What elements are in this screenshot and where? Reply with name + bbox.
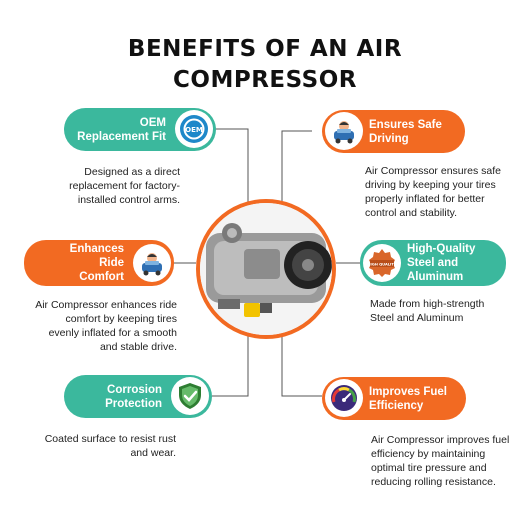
desc-line: evenly inflated for a smooth (48, 327, 177, 339)
benefit-oem-title-line: OEM (139, 116, 166, 129)
shield-check-icon (171, 377, 209, 415)
benefit-oem-desc: Designed as a direct replacement for fac… (69, 165, 180, 207)
desc-line: optimal tire pressure and (371, 462, 487, 474)
desc-line: Designed as a direct (84, 166, 180, 178)
desc-line: Air Compressor enhances ride (35, 299, 177, 311)
benefit-quality-title-line: Aluminum (407, 271, 464, 283)
desc-line: and wear. (130, 447, 176, 459)
desc-line: comfort by keeping tires (65, 313, 177, 325)
title-line-2: COMPRESSOR (173, 67, 357, 93)
oem-badge-icon: OEM (175, 110, 213, 148)
desc-line: Air Compressor improves fuel (371, 434, 510, 446)
benefit-high-quality-desc: Made from high-strength Steel and Alumin… (370, 297, 484, 325)
high-quality-seal-icon: HIGH QUALITY (363, 244, 401, 282)
desc-line: Air Compressor ensures safe (365, 165, 501, 177)
car-driver-icon (133, 244, 171, 282)
benefit-ride-comfort-desc: Air Compressor enhances ride comfort by … (35, 298, 177, 354)
oem-badge-text: OEM (185, 126, 203, 134)
page-title: BENEFITS OF AN AIR COMPRESSOR (0, 34, 530, 96)
connector-corrosion (212, 335, 249, 397)
benefit-quality-title-line: Steel and (407, 257, 459, 269)
benefit-oem-title-line: Replacement Fit (77, 130, 166, 143)
benefit-ride-comfort-pill: Enhances Ride Comfort (24, 240, 174, 286)
benefit-fuel-efficiency-pill: Improves Fuel Efficiency (322, 377, 466, 420)
desc-line: properly inflated for better (365, 193, 485, 205)
benefit-corrosion-title-line: Protection (105, 397, 162, 410)
benefit-comfort-title-line: Enhances (69, 243, 124, 255)
fuel-gauge-icon (325, 379, 363, 417)
compressor-image (196, 199, 336, 339)
connector-safe (281, 130, 312, 205)
benefit-safe-driving-pill: Ensures Safe Driving (322, 110, 465, 153)
desc-line: Steel and Aluminum (370, 312, 464, 324)
benefit-corrosion-title-line: Corrosion (107, 383, 162, 396)
benefit-high-quality-pill: HIGH QUALITY High-Quality Steel and Alum… (360, 240, 506, 286)
benefit-comfort-title-line: Ride (99, 257, 124, 269)
benefit-comfort-title-line: Comfort (79, 271, 124, 283)
desc-line: efficiency by maintaining (371, 448, 486, 460)
car-driver-icon (325, 112, 363, 150)
desc-line: and stable drive. (99, 341, 177, 353)
benefit-fuel-title-line: Efficiency (369, 399, 424, 412)
benefit-safe-title-line: Ensures Safe (369, 118, 442, 131)
desc-line: replacement for factory- (69, 180, 180, 192)
benefit-safe-driving-desc: Air Compressor ensures safe driving by k… (365, 164, 501, 220)
desc-line: control and stability. (365, 207, 458, 219)
benefit-corrosion-desc: Coated surface to resist rust and wear. (45, 432, 176, 460)
benefit-safe-title-line: Driving (369, 132, 409, 145)
connector-oem (216, 128, 249, 205)
benefit-oem-pill: OEM Replacement Fit OEM (64, 108, 216, 151)
benefit-corrosion-pill: Corrosion Protection (64, 375, 212, 418)
desc-line: Coated surface to resist rust (44, 433, 176, 445)
desc-line: driving by keeping your tires (365, 179, 496, 191)
quality-seal-text: HIGH QUALITY (368, 263, 397, 267)
connector-fuel (281, 335, 322, 397)
desc-line: installed control arms. (77, 194, 180, 206)
benefit-fuel-efficiency-desc: Air Compressor improves fuel efficiency … (371, 433, 509, 489)
desc-line: reducing rolling resistance. (371, 476, 496, 488)
benefit-quality-title-line: High-Quality (407, 243, 476, 255)
title-line-1: BENEFITS OF AN AIR (127, 36, 403, 62)
desc-line: Made from high-strength (370, 298, 485, 310)
benefit-fuel-title-line: Improves Fuel (369, 385, 447, 398)
